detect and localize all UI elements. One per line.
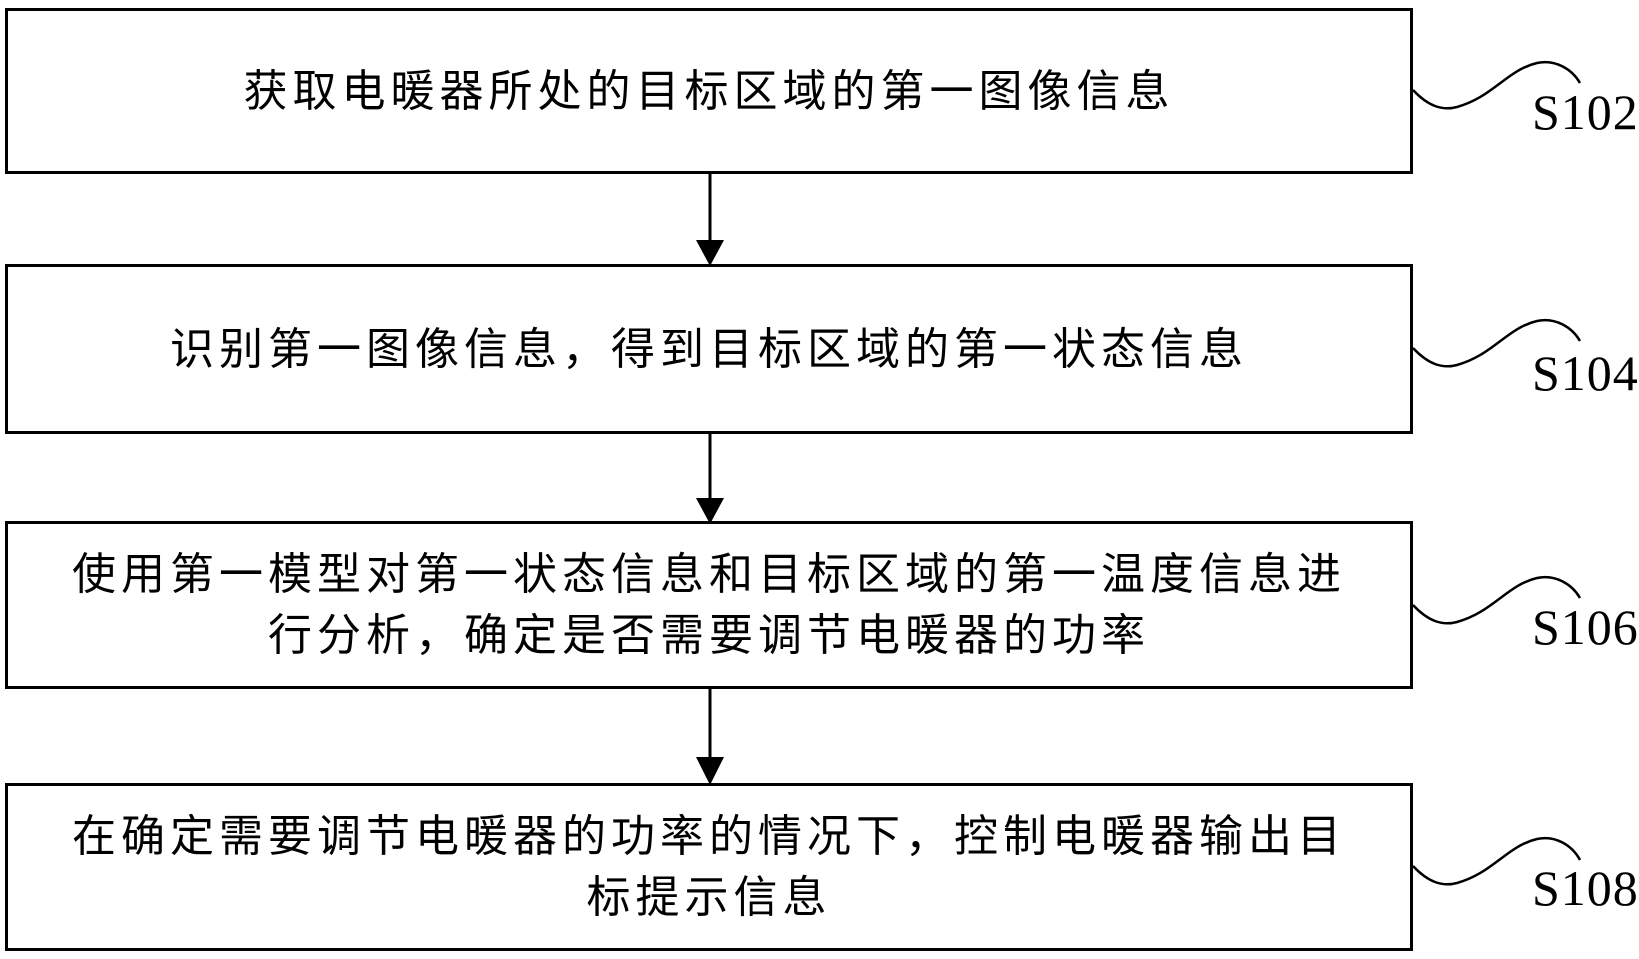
step-box-recognize-image: 识别第一图像信息，得到目标区域的第一状态信息: [5, 264, 1413, 434]
arrowhead-icon: [696, 240, 724, 266]
step-box-analyze-model: 使用第一模型对第一状态信息和目标区域的第一温度信息进 行分析，确定是否需要调节电…: [5, 521, 1413, 689]
step-box-output-prompt: 在确定需要调节电暖器的功率的情况下，控制电暖器输出目 标提示信息: [5, 783, 1413, 951]
down-arrow: [696, 689, 724, 785]
step-label-s104: S104: [1532, 345, 1639, 401]
step-box-acquire-image: 获取电暖器所处的目标区域的第一图像信息: [5, 8, 1413, 174]
step-text: 获取电暖器所处的目标区域的第一图像信息: [243, 66, 1175, 116]
step-text: 使用第一模型对第一状态信息和目标区域的第一温度信息进 行分析，确定是否需要调节电…: [72, 550, 1346, 660]
step-label-s108: S108: [1532, 860, 1639, 916]
step-label-s102: S102: [1532, 84, 1639, 140]
step-text: 在确定需要调节电暖器的功率的情况下，控制电暖器输出目 标提示信息: [72, 812, 1346, 922]
down-arrow: [696, 434, 724, 524]
step-label-s106: S106: [1532, 599, 1639, 655]
down-arrow: [696, 174, 724, 266]
step-text: 识别第一图像信息，得到目标区域的第一状态信息: [170, 324, 1248, 374]
arrowhead-icon: [696, 757, 724, 785]
